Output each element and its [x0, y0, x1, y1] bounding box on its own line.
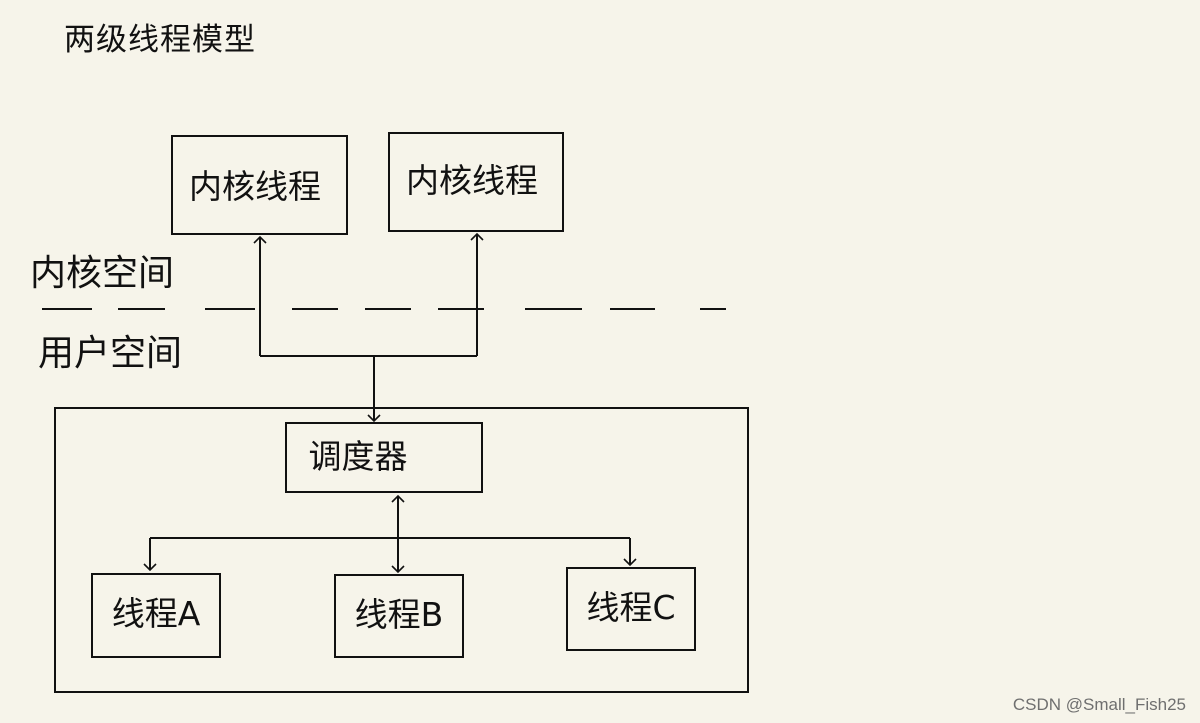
diagram-title: 两级线程模型	[64, 22, 256, 58]
thread-a-box	[91, 573, 221, 658]
user-space-label: 用户空间	[38, 333, 182, 374]
kernel-thread-box-1	[171, 135, 348, 235]
thread-c-label: 线程C	[586, 588, 675, 627]
scheduler-label: 调度器	[309, 437, 408, 476]
thread-c-box	[566, 567, 696, 651]
thread-b-box	[334, 574, 464, 658]
user-space-container	[54, 407, 749, 693]
kernel-thread-connectors	[253, 232, 484, 423]
kernel-thread-label-2: 内核线程	[406, 161, 538, 200]
scheduler-box	[285, 422, 483, 493]
user-thread-connectors	[143, 494, 637, 574]
kernel-space-label: 内核空间	[30, 253, 174, 294]
thread-a-label: 线程A	[112, 594, 201, 633]
kernel-thread-box-2	[388, 132, 564, 232]
kernel-thread-label-1: 内核线程	[189, 167, 321, 206]
csdn-watermark: CSDN @Small_Fish25	[1012, 695, 1186, 714]
thread-b-label: 线程B	[355, 595, 444, 634]
